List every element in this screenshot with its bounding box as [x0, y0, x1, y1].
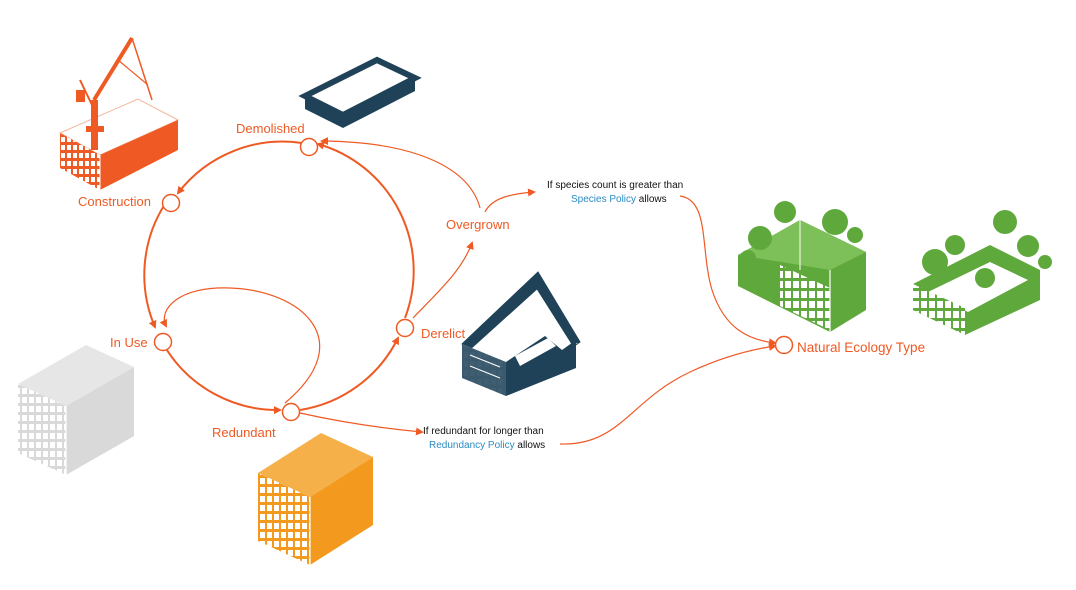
lifecycle-cycle	[143, 137, 777, 445]
node-derelict	[395, 318, 415, 338]
empty-foundation-icon	[298, 56, 422, 128]
label-redundant: Redundant	[212, 425, 276, 440]
label-overgrown: Overgrown	[446, 217, 510, 232]
redundancy-condition-line2: Redundancy Policy allows	[429, 440, 545, 451]
label-in-use: In Use	[110, 335, 148, 350]
species-condition-line1: If species count is greater than	[547, 180, 683, 191]
stage-nodes	[153, 137, 794, 422]
redundancy-condition-suffix: allows	[515, 440, 546, 451]
node-in-use	[153, 332, 173, 352]
overgrown-ruin-icon	[913, 210, 1052, 335]
label-demolished: Demolished	[236, 121, 305, 136]
node-demolished	[299, 137, 319, 157]
label-natural-ecology-type: Natural Ecology Type	[797, 340, 925, 355]
redundancy-condition-line1: If redundant for longer than	[423, 426, 544, 437]
building-in-use-icon	[18, 345, 134, 475]
derelict-ruin-icon	[461, 271, 581, 396]
crane-building-icon	[58, 36, 180, 190]
label-derelict: Derelict	[421, 326, 465, 341]
redundant-building-icon	[258, 433, 373, 565]
node-redundant	[281, 402, 301, 422]
overgrown-building-icon	[738, 201, 866, 332]
species-policy-link: Species Policy	[571, 194, 636, 205]
species-condition-line2: Species Policy allows	[571, 194, 667, 205]
redundancy-policy-link: Redundancy Policy	[429, 440, 515, 451]
species-condition-suffix: allows	[636, 194, 667, 205]
node-natural-ecology	[774, 335, 794, 355]
label-construction: Construction	[78, 194, 151, 209]
node-construction	[161, 193, 181, 213]
